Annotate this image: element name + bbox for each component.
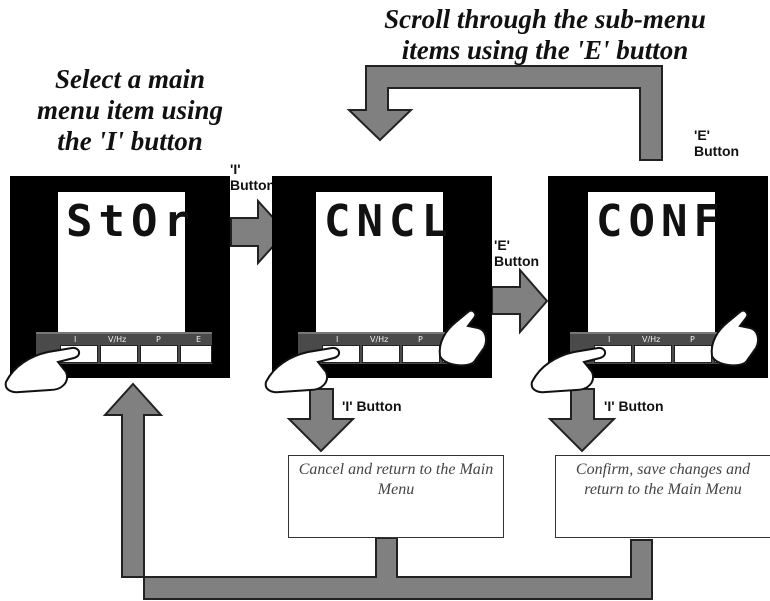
v-hz-key[interactable] <box>634 345 672 363</box>
device-display-text: StOr <box>66 196 196 247</box>
select-instruction-title: Select a main menu item using the 'I' bu… <box>10 64 250 157</box>
scroll-feedback-arrow <box>346 65 663 161</box>
device-screen <box>588 192 715 340</box>
i-button-label-confirm: 'I' Button <box>604 398 664 414</box>
scroll-title-line-2: items using the 'E' button <box>401 35 689 65</box>
confirm-note: Confirm, save changes and return to the … <box>555 455 770 538</box>
hand-pointing-icon <box>530 346 606 394</box>
device-confirm: CONF I V/Hz P E <box>548 176 768 378</box>
v-hz-key[interactable] <box>100 345 138 363</box>
device-screen <box>58 192 185 340</box>
e-key[interactable] <box>180 345 212 363</box>
e-button-right-arrow <box>491 267 549 335</box>
select-title-line-1: Select a main <box>55 64 205 94</box>
i-button-label-cancel: 'I' Button <box>342 398 402 414</box>
hand-pointing-up-icon <box>438 309 487 367</box>
hand-pointing-icon <box>4 346 80 394</box>
hand-pointing-up-icon <box>710 309 759 367</box>
select-title-line-2: menu item using <box>36 95 224 125</box>
hand-pointing-icon <box>264 346 340 394</box>
device-display-text: CNCL <box>324 196 454 247</box>
e-button-label-middle: 'E' Button <box>494 237 540 269</box>
device-display-text: CONF <box>596 196 726 247</box>
return-main-menu-arrow <box>102 382 653 600</box>
p-key[interactable] <box>140 345 178 363</box>
select-title-line-3: the 'I' button <box>57 126 203 156</box>
e-button-label-top: 'E' Button <box>694 127 740 159</box>
cancel-down-arrow <box>286 388 356 453</box>
device-screen <box>316 192 443 340</box>
scroll-instruction-title: Scroll through the sub-menu items using … <box>330 4 760 66</box>
confirm-down-arrow <box>547 388 617 453</box>
scroll-title-line-1: Scroll through the sub-menu <box>384 4 706 34</box>
cancel-note: Cancel and return to the Main Menu <box>288 455 504 538</box>
v-hz-key[interactable] <box>362 345 400 363</box>
i-button-label-top: 'I' Button <box>230 161 276 193</box>
